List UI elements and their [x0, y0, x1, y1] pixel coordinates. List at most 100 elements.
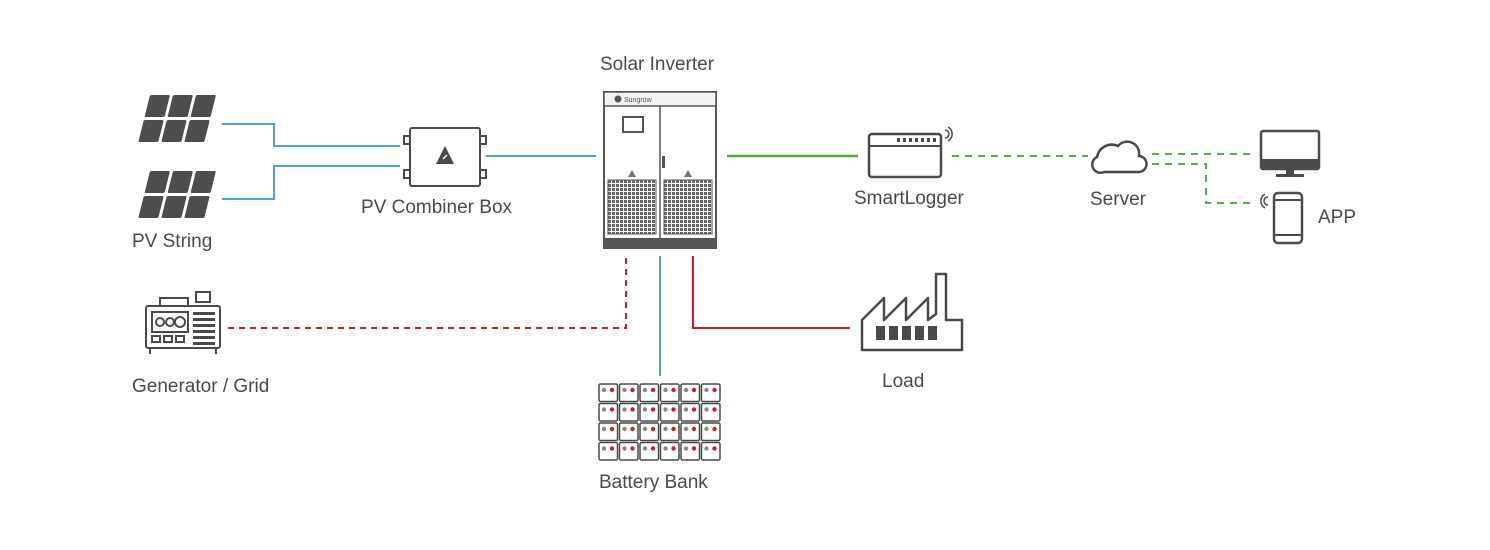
battery-terminal-positive: [712, 446, 717, 451]
battery-terminal-negative: [601, 407, 607, 412]
battery-terminal-positive: [650, 387, 656, 393]
battery-terminal-negative: [663, 446, 668, 451]
battery-cell: [618, 441, 639, 461]
battery-terminal-positive: [609, 407, 615, 412]
battery-terminal-positive: [609, 426, 615, 432]
smartlogger-label: SmartLogger: [854, 188, 964, 209]
battery-terminal-negative: [663, 387, 668, 393]
pv-combiner-box-label: PV Combiner Box: [361, 197, 513, 218]
battery-terminal-negative: [704, 426, 709, 432]
ac-connections: [228, 256, 850, 329]
battery-cell: [639, 441, 660, 461]
server-label: Server: [1090, 189, 1146, 210]
battery-terminal-negative: [663, 426, 668, 432]
battery-cell: [639, 383, 660, 403]
combiner-box-icon: [403, 127, 487, 187]
battery-cell: [659, 402, 680, 422]
battery-terminal-negative: [683, 426, 689, 432]
battery-terminal-positive: [671, 426, 676, 432]
battery-terminal-positive: [691, 426, 697, 432]
battery-cell: [618, 422, 639, 442]
battery-cell: [700, 402, 721, 422]
inverter-brand: Sungrow: [624, 97, 653, 104]
battery-bank-icon: [598, 383, 721, 461]
pv-string-2-line: [222, 165, 400, 200]
battery-cell: [598, 402, 619, 422]
monitor-icon: [1259, 129, 1321, 177]
battery-terminal-negative: [642, 426, 648, 432]
battery-terminal-negative: [622, 387, 627, 393]
battery-terminal-positive: [691, 446, 697, 451]
battery-terminal-negative: [642, 446, 648, 451]
generator-grid-label: Generator / Grid: [132, 376, 270, 397]
battery-terminal-negative: [663, 407, 668, 412]
battery-cell: [618, 383, 639, 403]
battery-terminal-positive: [671, 407, 676, 412]
generator-inverter-line: [228, 256, 627, 329]
smartphone-icon: [1260, 191, 1304, 245]
battery-terminal-negative: [704, 446, 709, 451]
load-label: Load: [882, 371, 925, 392]
solar-inverter-label: Solar Inverter: [600, 54, 715, 75]
battery-cell: [700, 383, 721, 403]
battery-terminal-positive: [671, 446, 676, 451]
battery-terminal-positive: [650, 407, 656, 412]
battery-terminal-positive: [609, 446, 615, 451]
battery-terminal-positive: [712, 407, 717, 412]
battery-terminal-positive: [609, 387, 615, 393]
battery-terminal-negative: [601, 446, 607, 451]
battery-terminal-negative: [683, 407, 689, 412]
battery-cell: [680, 422, 701, 442]
battery-terminal-negative: [704, 407, 709, 412]
pv-string-1-line: [222, 123, 400, 147]
battery-terminal-negative: [622, 446, 627, 451]
battery-cell: [639, 402, 660, 422]
inverter-left-vent: [607, 179, 657, 235]
battery-terminal-negative: [601, 426, 607, 432]
inverter-right-vent: [663, 179, 713, 235]
battery-cell: [659, 383, 680, 403]
server-app-line: [1152, 163, 1254, 204]
app-label: APP: [1318, 207, 1357, 228]
inverter-cabinet-icon: Sungrow: [603, 91, 717, 249]
battery-terminal-negative: [642, 407, 648, 412]
solar-panel-icon: [138, 95, 216, 218]
battery-terminal-positive: [671, 387, 676, 393]
battery-terminal-positive: [630, 446, 635, 451]
battery-terminal-positive: [712, 387, 717, 393]
battery-cell: [680, 441, 701, 461]
battery-terminal-positive: [630, 426, 635, 432]
battery-terminal-negative: [622, 426, 627, 432]
battery-bank-label: Battery Bank: [599, 472, 708, 493]
battery-cell: [700, 441, 721, 461]
battery-cell: [639, 422, 660, 442]
cloud-icon: [1090, 140, 1148, 174]
battery-cell: [598, 441, 619, 461]
smartlogger-icon: [867, 126, 953, 179]
battery-cell: [680, 383, 701, 403]
inverter-load-line: [692, 256, 850, 329]
battery-cell: [659, 441, 680, 461]
battery-cell: [680, 402, 701, 422]
factory-icon: [860, 272, 964, 352]
battery-terminal-positive: [691, 387, 697, 393]
battery-terminal-positive: [650, 446, 656, 451]
battery-terminal-positive: [630, 387, 635, 393]
battery-terminal-positive: [630, 407, 635, 412]
battery-cell: [598, 383, 619, 403]
battery-terminal-negative: [622, 407, 627, 412]
battery-terminal-negative: [683, 387, 689, 393]
battery-terminal-negative: [601, 387, 607, 393]
battery-terminal-negative: [683, 446, 689, 451]
data-connections: [952, 153, 1254, 204]
battery-cell: [659, 422, 680, 442]
dc-connections: [222, 123, 661, 376]
battery-terminal-positive: [712, 426, 717, 432]
battery-terminal-negative: [704, 387, 709, 393]
pv-string-label: PV String: [132, 231, 213, 252]
battery-terminal-positive: [650, 426, 656, 432]
battery-terminal-positive: [691, 407, 697, 412]
battery-cell: [700, 422, 721, 442]
battery-cell: [618, 402, 639, 422]
